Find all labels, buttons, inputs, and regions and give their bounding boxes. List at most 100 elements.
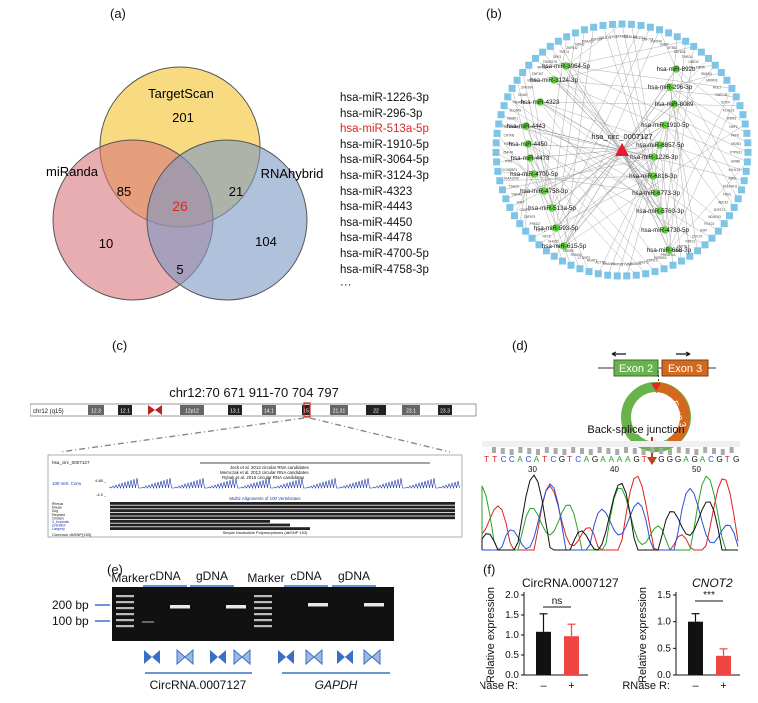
ideogram-band: [438, 405, 452, 415]
gene-label: GRM8: [731, 159, 740, 163]
gene-node: [580, 26, 588, 34]
primer-icon: [144, 650, 160, 664]
edge-mirna-gene: [522, 72, 553, 209]
mirna-node: [548, 204, 556, 212]
quality-bar: [536, 449, 540, 455]
species-alignment: [110, 509, 455, 512]
edge-mirna-gene: [507, 96, 661, 212]
gene-node: [717, 69, 725, 77]
gene-label: RNF138: [716, 93, 728, 97]
gene-node: [697, 48, 705, 56]
gene-node: [608, 20, 616, 28]
species-label: X_tropicalis: [52, 520, 69, 524]
base-call: A: [534, 455, 540, 464]
mirna-label: hsa-miR-892b: [657, 66, 696, 73]
gene-label: TRIM44: [570, 253, 582, 257]
gene-node: [738, 186, 746, 194]
base-call: C: [575, 455, 581, 464]
band-label: 22: [373, 409, 379, 415]
mirna-node: [656, 207, 664, 215]
edge-mirna-gene: [551, 32, 576, 209]
gene-label: YWHAZ: [511, 193, 523, 197]
gene-node: [637, 21, 645, 29]
y-tick-label: 1.5: [505, 610, 519, 621]
edge-mirna-gene: [558, 41, 666, 231]
mirna-list-item: hsa-miR-1910-5p: [340, 138, 429, 151]
edge-mirna-gene: [533, 173, 563, 262]
quality-bar: [650, 447, 655, 453]
marker-band: [254, 625, 272, 628]
gene-node: [682, 37, 690, 45]
base-call: A: [609, 455, 615, 464]
ideogram-chrom: chr12 (q15): [33, 409, 64, 415]
edge-center-mirna: [621, 149, 670, 251]
base-call: G: [633, 455, 639, 464]
track-cons-label: 100 Vert. Cons: [52, 481, 82, 486]
marker-band: [254, 595, 272, 598]
gene-label: PRKAR1A: [661, 253, 677, 257]
mirna-label: hsa-miR-4730-5p: [641, 227, 689, 234]
gel-lane-label: cDNA: [290, 569, 321, 583]
gene-node: [734, 195, 742, 203]
gel-image: [112, 587, 394, 641]
mirna-node: [670, 100, 678, 108]
gene-node: [525, 61, 533, 69]
zoom-line-right: [309, 417, 451, 453]
quality-bar: [580, 448, 584, 454]
gene-label: SH2B3: [731, 142, 741, 146]
mirna-label: hsa-miR-1226-3p: [630, 154, 678, 161]
gene-label: STK4: [609, 35, 617, 39]
y-tick-label: 2.0: [505, 590, 519, 601]
edge-mirna-gene: [495, 152, 535, 175]
gene-node: [522, 227, 530, 235]
mirna-node: [650, 153, 658, 161]
band-label: 12.1: [120, 409, 130, 415]
gene-node: [669, 261, 677, 269]
gene-label: GNBP: [660, 43, 669, 47]
edge-mirna-gene: [496, 142, 545, 192]
venn-count-all: 26: [172, 198, 188, 214]
ideogram-band: [180, 405, 204, 415]
base-call: G: [592, 455, 598, 464]
edge-center-mirna: [527, 143, 623, 151]
edge-mirna-gene: [664, 88, 733, 231]
quality-bar: [659, 448, 664, 454]
species-label: Lamprey: [52, 527, 65, 531]
rnase-label: RNase R:: [622, 680, 670, 692]
gene-label: WDR6: [727, 117, 737, 121]
edge-mirna-gene: [673, 103, 748, 144]
gene-node: [701, 241, 709, 249]
gene-label: ZNF7: [517, 200, 525, 204]
mirna-list-item: hsa-miR-296-3p: [340, 107, 423, 120]
gene-node: [673, 33, 681, 41]
base-call: A: [625, 455, 631, 464]
track-rybak: Rybak et al. 2015 circular RNA candidate…: [222, 475, 305, 480]
gene-label: MDM2: [575, 43, 585, 47]
quality-bar: [668, 449, 672, 455]
mirna-node: [666, 83, 674, 91]
edge-mirna-gene: [525, 125, 745, 181]
species-alignment: [110, 516, 455, 520]
ideogram-band: [302, 405, 310, 415]
marker-band: [254, 619, 272, 622]
gene-label: PRKD2: [530, 222, 541, 226]
edge-mirna-gene: [539, 101, 740, 106]
track-circ: hsa_circ_0007127: [52, 460, 90, 465]
gene-label: MGAT2: [587, 259, 598, 263]
edge-mirna-gene: [542, 52, 657, 194]
mirna-node: [526, 154, 534, 162]
center-label: hsa_circ_0007127: [591, 132, 652, 141]
base-call: A: [517, 455, 523, 464]
gene-label: GNAS: [518, 93, 527, 97]
gene-label: CCNDBP1: [502, 168, 517, 172]
edge-mirna-gene: [668, 161, 748, 251]
gene-label: PLEKHH1: [723, 185, 738, 189]
mirna-list-item: hsa-miR-4758-3p: [340, 263, 429, 276]
mirna-label: hsa-miR-6857-5p: [636, 142, 684, 149]
primer-icon: [278, 650, 294, 664]
gene-label: UBASH3: [629, 262, 642, 266]
edge-mirna-gene: [659, 29, 677, 70]
quality-bar: [624, 447, 628, 453]
